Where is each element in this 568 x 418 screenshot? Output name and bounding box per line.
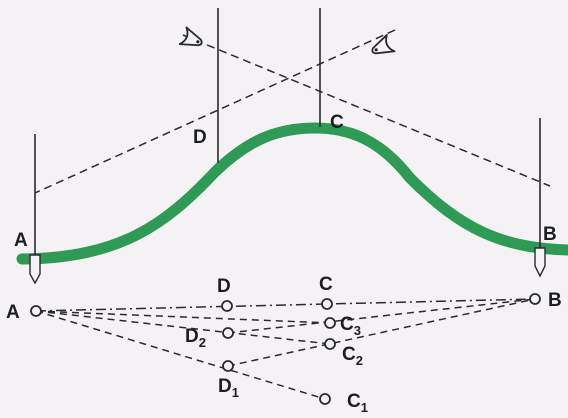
point-d1	[222, 360, 234, 372]
label-plan-d2: D2	[185, 326, 206, 350]
label-profile-d: D	[193, 127, 207, 148]
trial-line-a-c3	[35, 310, 331, 324]
point-c1	[319, 393, 331, 405]
point-c2	[324, 338, 336, 350]
trial-line-a-c1	[35, 310, 326, 400]
alignment-line-final	[35, 298, 536, 312]
label-plan-c3: C3	[340, 314, 361, 338]
eye-sight-icon	[178, 26, 203, 47]
point-d	[221, 300, 233, 312]
label-plan-d: D	[217, 276, 231, 297]
pole-tip-icon	[534, 247, 546, 278]
label-plan-c2: C2	[342, 344, 363, 368]
eye-sight-icon	[371, 34, 396, 55]
label-profile-a: A	[14, 230, 28, 251]
pole-tip-icon	[29, 254, 41, 285]
point-c3	[324, 317, 336, 329]
trial-line-a-c2	[35, 310, 331, 345]
sight-line-b-to-a	[34, 29, 396, 194]
point-b	[529, 293, 541, 305]
ground-profile-curve	[16, 122, 568, 265]
plan-view: A B D C C3 D2 C2 D1 C1	[6, 274, 562, 415]
label-plan-a: A	[6, 302, 20, 323]
point-a	[30, 305, 42, 317]
point-c	[321, 298, 333, 310]
label-plan-c1: C1	[347, 391, 368, 415]
profile-view: A B C D	[14, 8, 568, 285]
trial-line-d2-b	[227, 298, 536, 334]
label-profile-b: B	[543, 224, 557, 245]
point-d2	[222, 327, 234, 339]
trial-line-d1-b	[227, 298, 536, 367]
label-plan-b: B	[548, 290, 562, 311]
label-plan-d1: D1	[218, 376, 239, 400]
label-profile-c: C	[330, 112, 344, 133]
sight-line-a-to-b	[182, 34, 551, 187]
label-plan-c: C	[319, 274, 333, 295]
